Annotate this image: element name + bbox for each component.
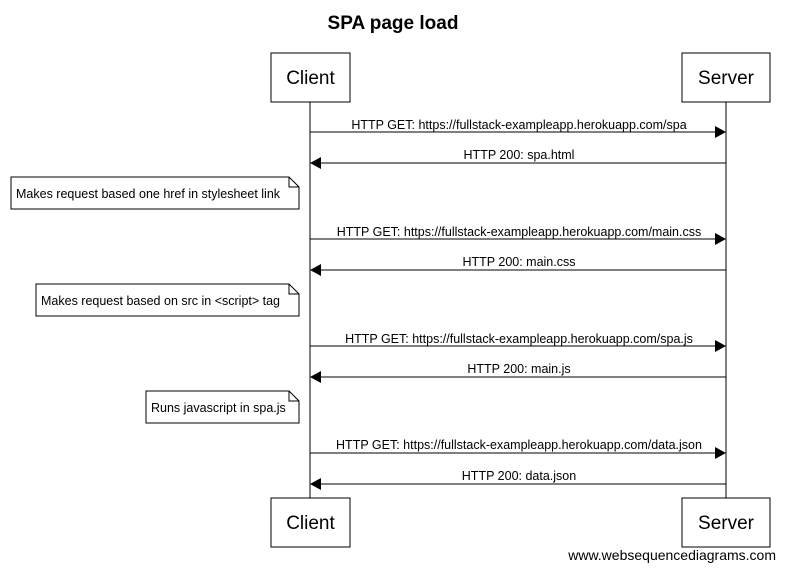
message-label: HTTP GET: https://fullstack-exampleapp.h… bbox=[337, 225, 702, 239]
note-text: Runs javascript in spa.js bbox=[151, 401, 286, 415]
message-arrow: HTTP GET: https://fullstack-exampleapp.h… bbox=[310, 332, 726, 352]
message-label: HTTP 200: spa.html bbox=[464, 148, 575, 162]
message-arrow: HTTP 200: data.json bbox=[310, 469, 726, 490]
client-actor-bottom: Client bbox=[270, 497, 351, 548]
client-actor-label: Client bbox=[286, 513, 335, 534]
client-actor-label: Client bbox=[286, 68, 335, 89]
client-actor-top: Client bbox=[270, 52, 351, 103]
message-arrow: HTTP 200: main.js bbox=[310, 362, 726, 383]
message-arrow: HTTP GET: https://fullstack-exampleapp.h… bbox=[310, 438, 726, 459]
note-box: Makes request based one href in styleshe… bbox=[10, 176, 300, 210]
note-text: Makes request based on src in <script> t… bbox=[41, 294, 280, 308]
message-arrow: HTTP GET: https://fullstack-exampleapp.h… bbox=[310, 118, 726, 138]
server-actor-label: Server bbox=[698, 68, 755, 89]
server-actor-bottom: Server bbox=[681, 497, 771, 548]
diagram-title: SPA page load bbox=[328, 13, 459, 34]
note-box: Makes request based on src in <script> t… bbox=[35, 283, 300, 317]
message-arrow: HTTP 200: main.css bbox=[310, 255, 726, 276]
message-label: HTTP GET: https://fullstack-exampleapp.h… bbox=[351, 118, 686, 132]
message-label: HTTP GET: https://fullstack-exampleapp.h… bbox=[345, 332, 693, 346]
note-text: Makes request based one href in styleshe… bbox=[16, 187, 281, 201]
message-arrow: HTTP 200: spa.html bbox=[310, 148, 726, 169]
message-label: HTTP 200: main.css bbox=[462, 255, 575, 269]
watermark-credit: www.websequencediagrams.com bbox=[567, 547, 776, 563]
note-box: Runs javascript in spa.js bbox=[145, 390, 300, 424]
message-label: HTTP 200: main.js bbox=[467, 362, 570, 376]
message-label: HTTP 200: data.json bbox=[462, 469, 576, 483]
server-actor-label: Server bbox=[698, 513, 755, 534]
message-label: HTTP GET: https://fullstack-exampleapp.h… bbox=[336, 438, 702, 452]
message-arrow: HTTP GET: https://fullstack-exampleapp.h… bbox=[310, 225, 726, 245]
server-actor-top: Server bbox=[681, 52, 771, 103]
